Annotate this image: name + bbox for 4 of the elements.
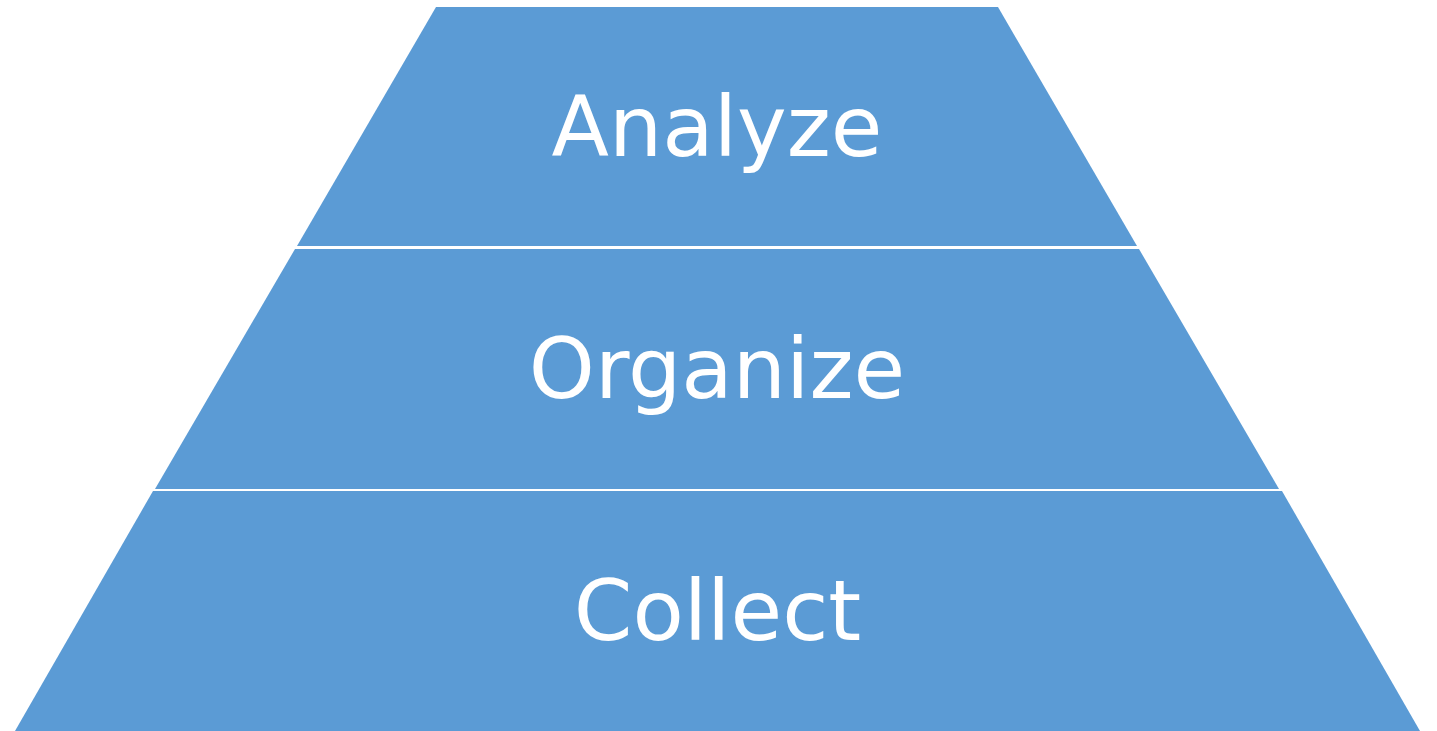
trapezoid-band <box>297 7 1137 246</box>
band-label: Collect <box>573 569 862 653</box>
trapezoid-band <box>15 491 1420 731</box>
trapezoid-band <box>155 249 1279 489</box>
